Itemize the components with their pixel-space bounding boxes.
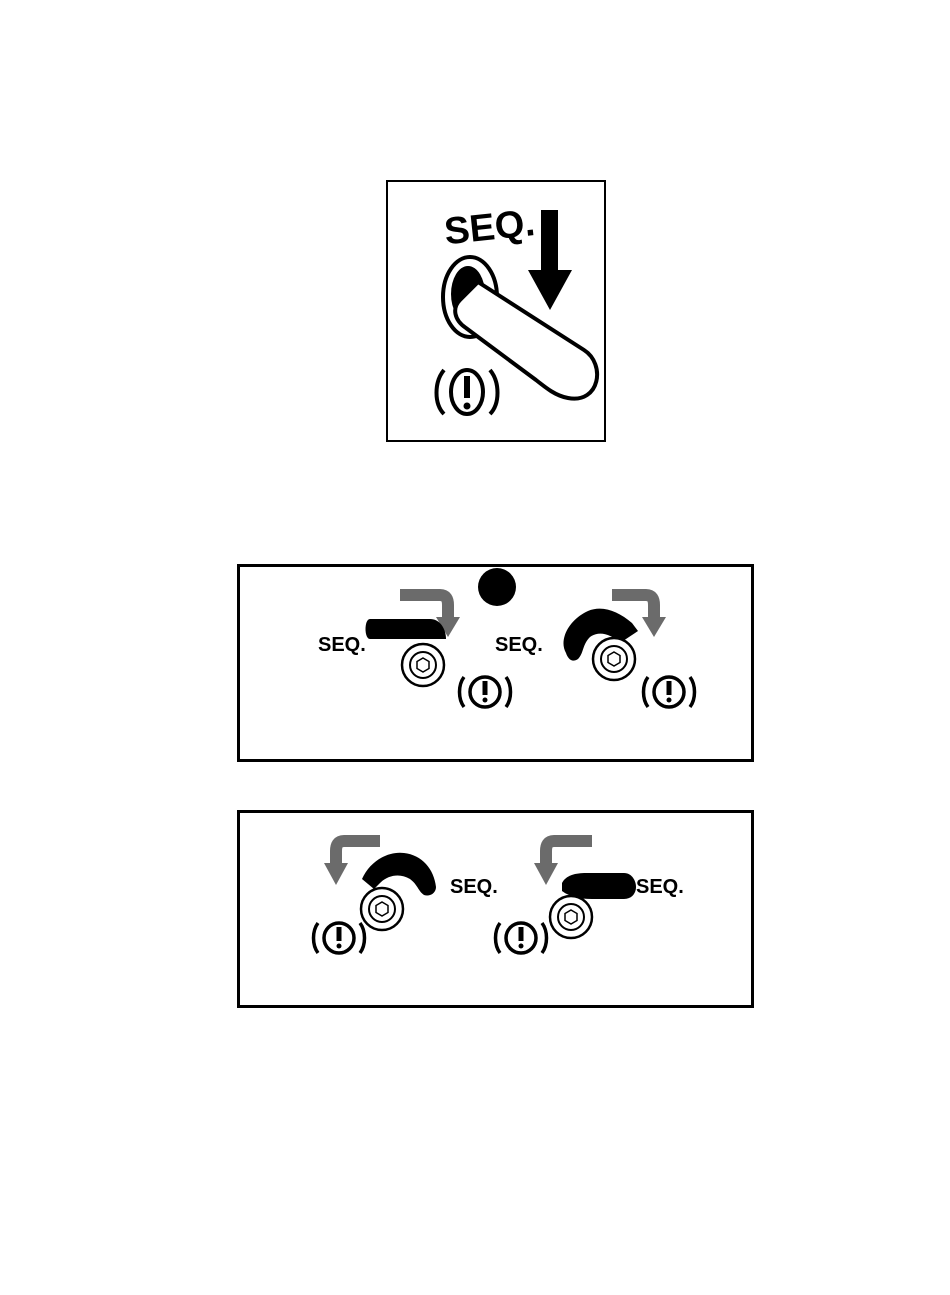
- bottom-seq-label-2: SEQ.: [636, 876, 684, 898]
- warning-brake-icon: [460, 677, 511, 707]
- middle-item-1: SEQ.: [318, 595, 511, 707]
- bottom-item-1: SEQ.: [314, 841, 498, 953]
- top-lever-panel: SEQ.: [386, 180, 606, 442]
- bottom-item-2: SEQ.: [496, 841, 684, 953]
- indicator-dot: [478, 568, 516, 606]
- top-lever-illustration: SEQ.: [388, 182, 608, 444]
- bottom-seq-label-1: SEQ.: [450, 876, 498, 898]
- middle-seq-label-2: SEQ.: [495, 634, 543, 656]
- warning-brake-icon: [437, 370, 498, 414]
- bottom-lever-panel: SEQ. SEQ.: [237, 810, 754, 1008]
- middle-item-2: SEQ.: [495, 595, 695, 707]
- warning-brake-icon: [644, 677, 695, 707]
- warning-brake-icon: [314, 923, 365, 953]
- middle-seq-label-1: SEQ.: [318, 634, 366, 656]
- top-seq-label: SEQ.: [442, 202, 537, 253]
- bottom-lever-illustration: SEQ. SEQ.: [240, 813, 757, 1011]
- warning-brake-icon: [496, 923, 547, 953]
